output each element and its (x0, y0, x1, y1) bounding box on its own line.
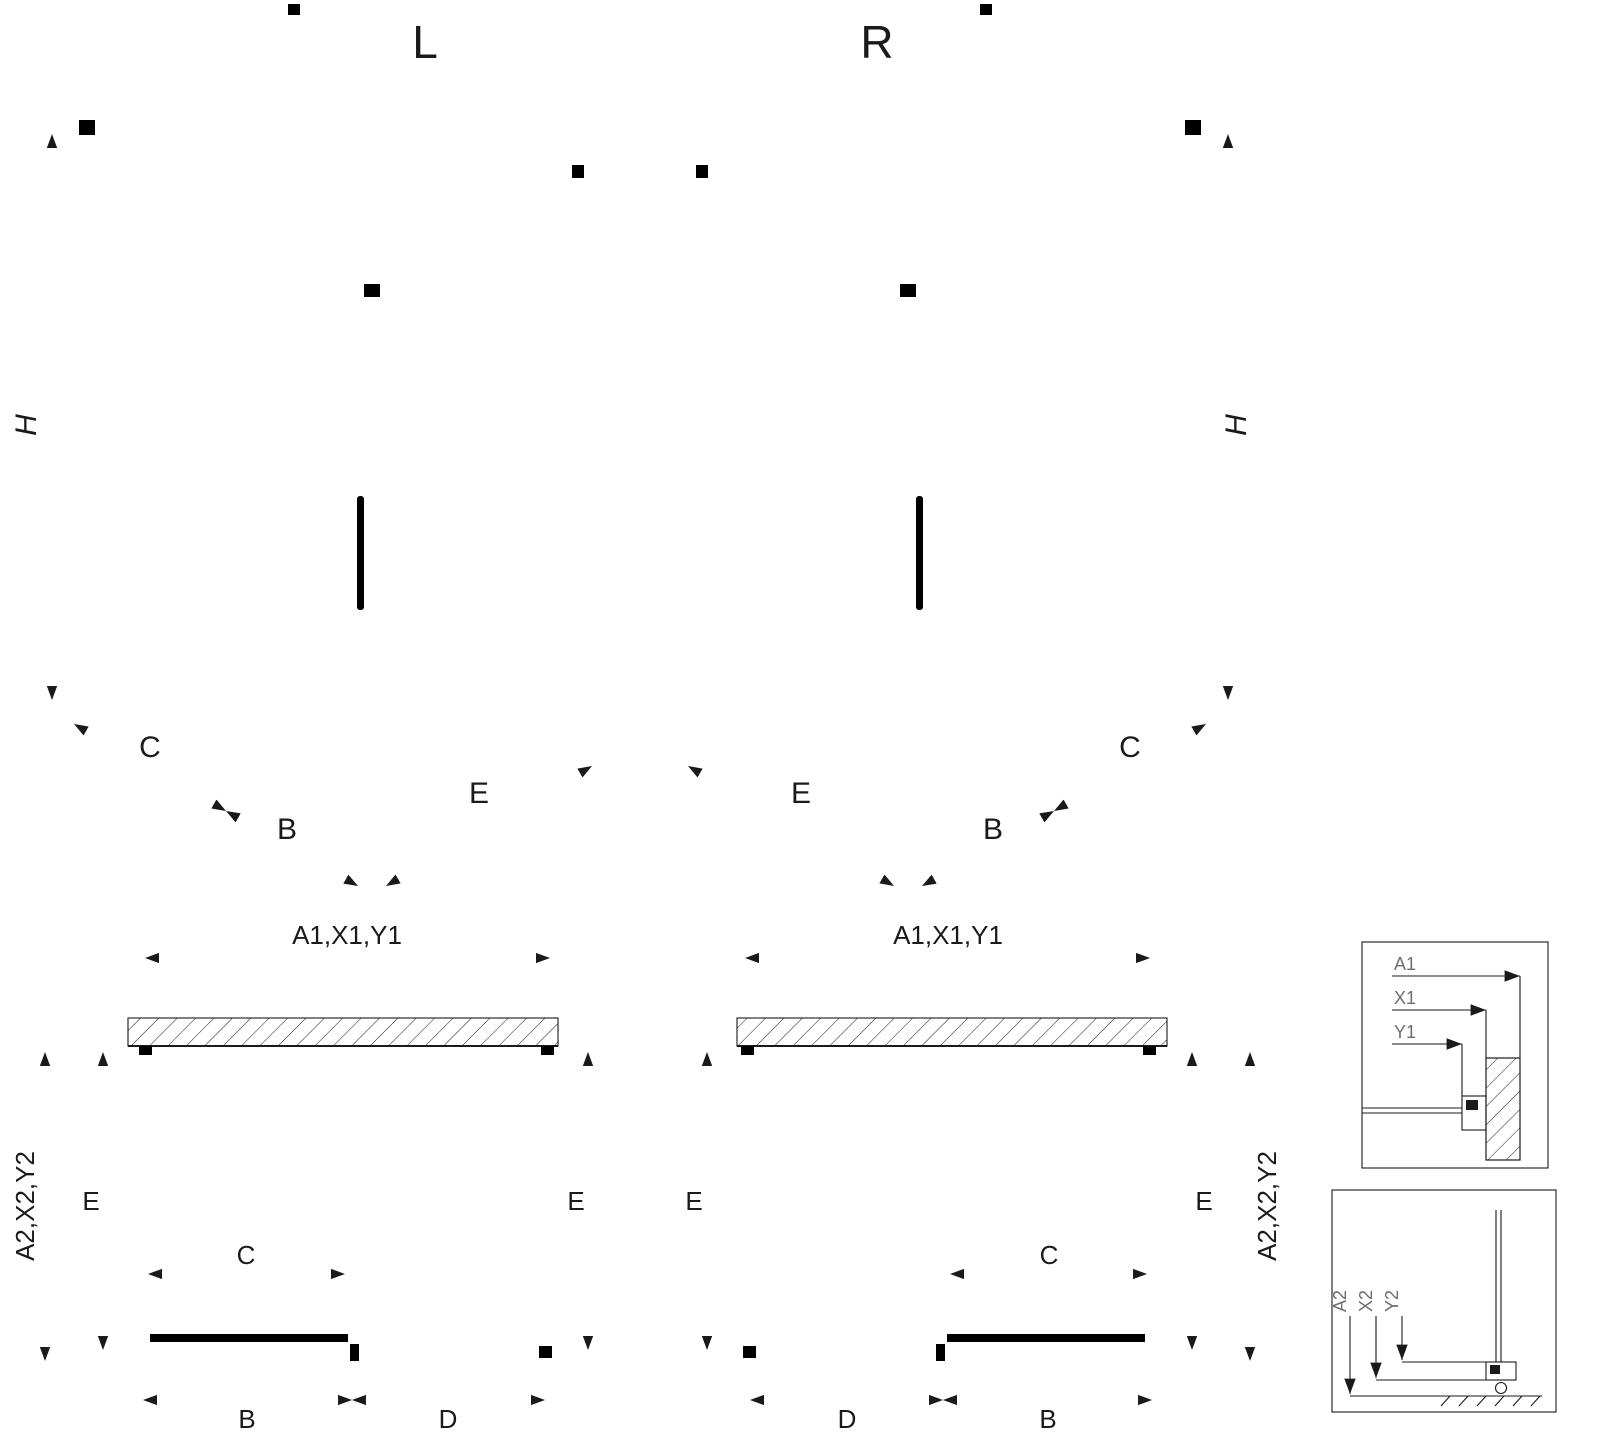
roller (1494, 1381, 1508, 1395)
dim-label-B-right: B (983, 813, 1003, 846)
plan-right-E-right-label: E (1195, 1186, 1212, 1216)
plan-right-D-label: D (838, 1404, 857, 1434)
plan-left-B-label: B (238, 1404, 255, 1434)
variant-label-right: R (860, 16, 893, 68)
dim-label-E-right: E (791, 777, 811, 810)
plan-right-B-label: B (1039, 1404, 1056, 1434)
plan-view-right-wall (736, 1017, 1168, 1047)
plan-left-depth-outer-label: A2,X2,Y2 (10, 1151, 40, 1261)
detail-frame (1331, 1189, 1557, 1413)
detail-label-X2: X2 (1356, 1290, 1376, 1312)
dim-label-E-left: E (469, 777, 489, 810)
plan-right-C-label: C (1040, 1240, 1059, 1270)
wall-detail (1361, 941, 1549, 1169)
floor-detail (1331, 1189, 1557, 1413)
plan-left-C-label: C (237, 1240, 256, 1270)
plan-right-E-left-label: E (685, 1186, 702, 1216)
leader-extensions (1461, 976, 1521, 1096)
dim-label-C-right: C (1119, 731, 1141, 764)
plan-left-E-right-label: E (567, 1186, 584, 1216)
detail-label-A2: A2 (1330, 1290, 1350, 1312)
wall-hatch-strip (736, 1017, 1168, 1047)
bottom-track-fill (1490, 1365, 1500, 1374)
detail-frame (1361, 941, 1549, 1169)
glass-section (1495, 1210, 1502, 1362)
detail-label-X1: X1 (1394, 988, 1416, 1008)
wall-section-outline (1485, 1057, 1521, 1161)
detail-label-Y1: Y1 (1394, 1022, 1416, 1042)
glass-section (1362, 1107, 1462, 1114)
iso-view-left (46, 4, 593, 893)
plan-right-width-label: A1,X1,Y1 (893, 920, 1003, 950)
bottom-track-section (1485, 1361, 1517, 1381)
leader-extensions (1376, 1361, 1496, 1381)
plan-right-depth-outer-label: A2,X2,Y2 (1252, 1151, 1282, 1261)
dim-label-H-right: H (1220, 414, 1253, 436)
plan-view-left-wall (127, 1017, 559, 1047)
plan-left-E-left-label: E (82, 1186, 99, 1216)
dim-label-B-left: B (277, 813, 297, 846)
wall-profile-fill (1466, 1100, 1478, 1110)
wall-section-hatch (1485, 1057, 1521, 1161)
variant-label-left: L (412, 16, 438, 68)
detail-label-A1: A1 (1394, 954, 1416, 974)
dim-label-C-left: C (139, 731, 161, 764)
plan-left-width-label: A1,X1,Y1 (292, 920, 402, 950)
plan-left-D-label: D (439, 1404, 458, 1434)
ground-hatch (1440, 1395, 1541, 1407)
wall-hatch-strip (127, 1017, 559, 1047)
detail-label-Y2: Y2 (1382, 1290, 1402, 1312)
dim-label-H-left: H (10, 414, 43, 436)
iso-view-right (687, 4, 1234, 893)
